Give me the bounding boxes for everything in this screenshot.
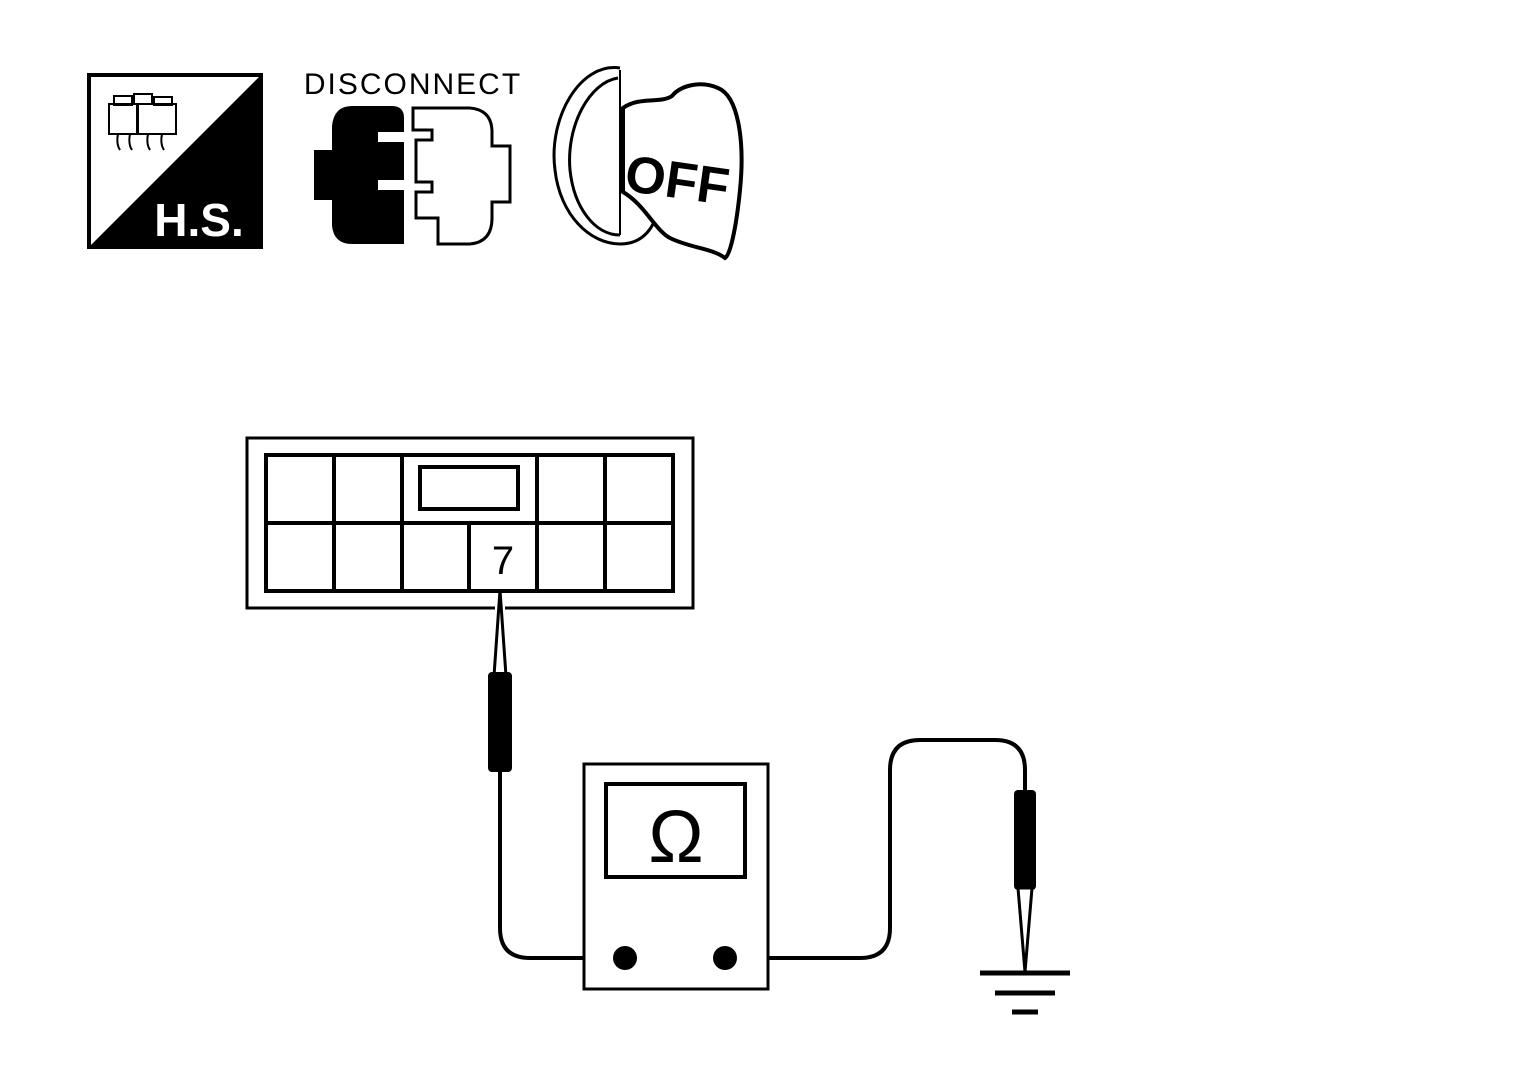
ohmmeter-icon: Ω [582, 762, 770, 991]
meter-display [604, 782, 747, 879]
connector-face: 7 [245, 436, 695, 610]
harness-connector-icon: H.S. [87, 73, 263, 249]
meter-terminal-right [713, 946, 737, 970]
connector-disconnect-icon: DISCONNECT [304, 68, 522, 246]
ignition-key-off-icon: OFF [552, 66, 744, 261]
hs-label: H.S. [154, 194, 243, 246]
test-probe-terminal [488, 589, 512, 772]
ohm-symbol: Ω [648, 795, 703, 878]
terminal-7-label: 7 [492, 539, 514, 583]
ground-symbol-icon [980, 970, 1070, 1015]
meter-terminal-left [613, 946, 637, 970]
connector-lock-tab [418, 465, 520, 511]
disconnect-label: DISCONNECT [304, 68, 522, 101]
test-probe-ground [1014, 790, 1036, 973]
ignition-off-label: OFF [622, 145, 733, 217]
test-lead-wires [498, 738, 1027, 960]
